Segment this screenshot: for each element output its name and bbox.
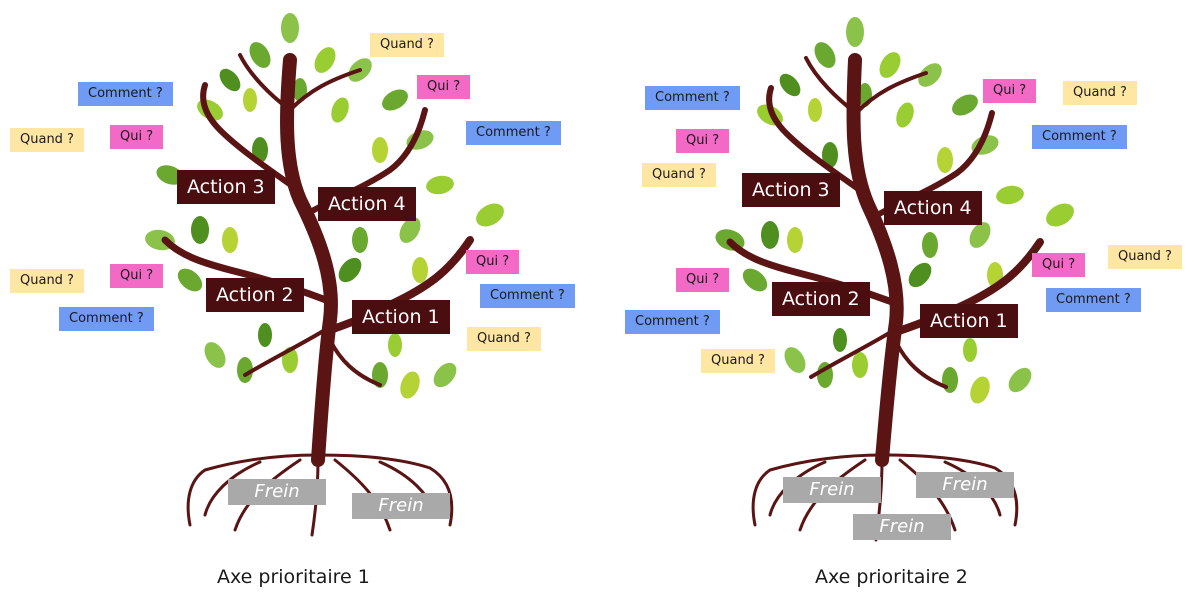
comment-tag: Comment ? — [1032, 125, 1127, 149]
tree-caption: Axe prioritaire 2 — [815, 566, 968, 588]
quand-tag: Quand ? — [370, 33, 444, 57]
quand-tag: Quand ? — [1108, 245, 1182, 269]
frein-label: Frein — [228, 479, 326, 505]
qui-tag: Qui ? — [983, 79, 1037, 103]
qui-tag: Qui ? — [1032, 253, 1086, 277]
action-label: Action 2 — [772, 282, 870, 316]
qui-tag: Qui ? — [417, 75, 471, 99]
action-label: Action 4 — [884, 191, 982, 225]
action-label: Action 1 — [920, 304, 1018, 338]
qui-tag: Qui ? — [110, 125, 164, 149]
comment-tag: Comment ? — [59, 307, 154, 331]
quand-tag: Quand ? — [10, 269, 84, 293]
frein-label: Frein — [916, 472, 1014, 498]
quand-tag: Quand ? — [10, 128, 84, 152]
quand-tag: Quand ? — [1063, 81, 1137, 105]
frein-label: Frein — [352, 493, 450, 519]
quand-tag: Quand ? — [701, 349, 775, 373]
quand-tag: Quand ? — [642, 163, 716, 187]
action-label: Action 4 — [318, 187, 416, 221]
action-label: Action 2 — [206, 278, 304, 312]
quand-tag: Quand ? — [467, 327, 541, 351]
tree-2: Comment ? Qui ? Quand ? Qui ? Quand ? Co… — [600, 0, 1198, 592]
frein-label: Frein — [853, 514, 951, 540]
tree-1-illustration — [145, 13, 504, 537]
comment-tag: Comment ? — [625, 310, 720, 334]
tree-caption: Axe prioritaire 1 — [217, 566, 370, 588]
comment-tag: Comment ? — [466, 121, 561, 145]
action-label: Action 3 — [742, 173, 840, 207]
comment-tag: Comment ? — [645, 86, 740, 110]
qui-tag: Qui ? — [466, 250, 520, 274]
frein-label: Frein — [783, 477, 881, 503]
qui-tag: Qui ? — [110, 264, 164, 288]
comment-tag: Comment ? — [480, 284, 575, 308]
comment-tag: Comment ? — [1046, 288, 1141, 312]
action-label: Action 1 — [352, 300, 450, 334]
action-label: Action 3 — [177, 170, 275, 204]
tree-1: Quand ? Qui ? Comment ? Comment ? Quand … — [10, 13, 575, 588]
qui-tag: Qui ? — [676, 129, 730, 153]
qui-tag: Qui ? — [676, 268, 730, 292]
comment-tag: Comment ? — [78, 82, 173, 106]
